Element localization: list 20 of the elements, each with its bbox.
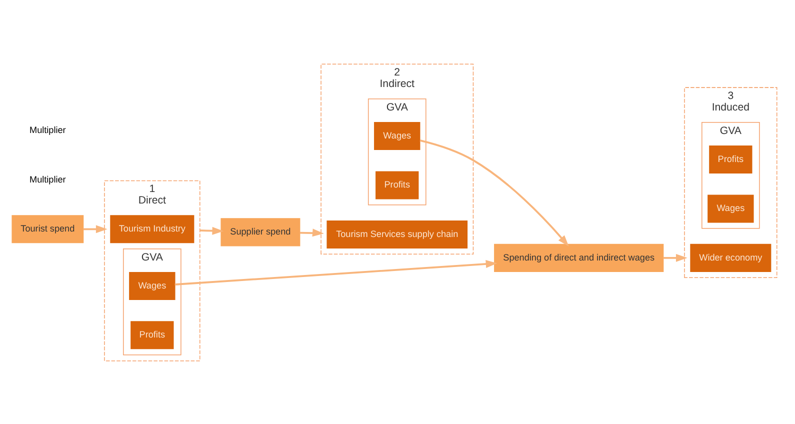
arrow (300, 228, 324, 236)
node-box: Profits (130, 320, 174, 349)
node-box: Tourist spend (12, 214, 84, 243)
arrow (83, 224, 108, 233)
arrow (663, 253, 688, 262)
node-box: Wages (374, 122, 420, 150)
label: Multiplier (30, 124, 66, 135)
arrow (420, 139, 569, 246)
node-box: Wages (708, 194, 754, 222)
label: Multiplier (30, 174, 66, 184)
node-box: Spending of direct and indirect wages (494, 243, 664, 272)
node-box: Wider economy (690, 243, 772, 272)
node-box: Supplier spend (220, 218, 300, 246)
node-box: Wages (129, 271, 176, 300)
arrow (200, 226, 224, 234)
node-box: Tourism Industry (110, 214, 194, 243)
node-box: Profits (376, 170, 419, 199)
node-box: Profits (709, 144, 752, 173)
arrow (174, 260, 498, 285)
node-box: Tourism Services supply chain (326, 220, 468, 248)
